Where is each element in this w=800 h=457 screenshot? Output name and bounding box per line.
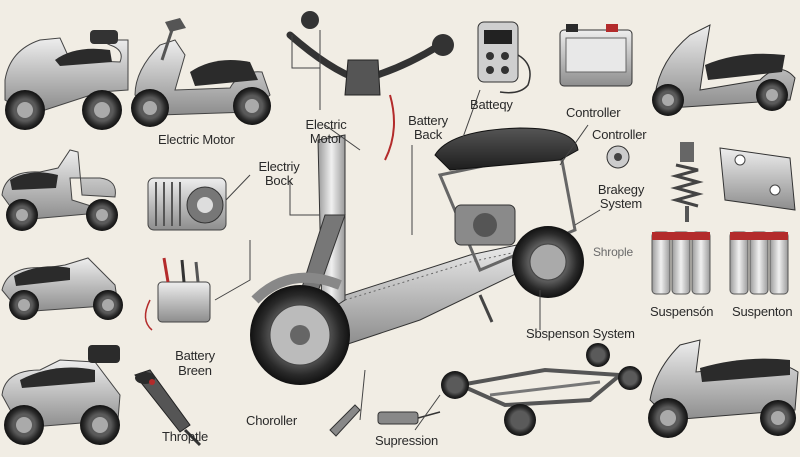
scooter-top-center: [131, 18, 271, 127]
scooter-left-2: [1, 149, 118, 231]
scooter-left-3: [1, 257, 123, 320]
label-controller-mid: Controller: [592, 127, 647, 142]
brake-disc-part: [606, 145, 630, 169]
scooter-bottom-right: [648, 339, 799, 438]
label-shrople: Shrople: [593, 245, 633, 259]
label-battery-back: Battery Back: [408, 113, 448, 142]
suspension-chassis: [441, 343, 642, 436]
label-suspenson-2: Suspenton: [732, 304, 793, 319]
scooter-top-right: [652, 24, 796, 116]
label-electric-motor-left: Electric Motor: [158, 132, 235, 147]
main-scooter: [250, 11, 584, 385]
controller-box-part: [559, 24, 633, 87]
battery-cells-right: [729, 231, 789, 295]
label-battery-breen: Battery Breen: [175, 348, 215, 378]
scooter-top-left: [4, 30, 129, 130]
switch-part: [377, 411, 441, 425]
label-supression: Supression: [375, 433, 439, 448]
label-suspenson-1: Suspensón: [650, 304, 714, 319]
bracket-part: [719, 147, 796, 211]
label-electriy-bock: Electriy Bock: [258, 159, 300, 188]
label-electric-motor-top: Electric Motor: [305, 117, 347, 146]
electric-motor-block: [147, 174, 251, 231]
spring-part: [670, 142, 704, 222]
label-brakegy-system: Brakegy System: [597, 182, 645, 211]
leader-lines: [214, 30, 601, 431]
battery-cells-left: [651, 231, 711, 295]
label-throptle: Throptle: [162, 429, 209, 444]
throttle-part: [134, 369, 202, 447]
label-batteqy: Batteqy: [470, 97, 513, 112]
battery-display-part: [477, 21, 531, 94]
label-controller-top: Controller: [566, 105, 621, 120]
scooter-bottom-left: [1, 345, 121, 445]
small-bolt-part: [329, 404, 361, 437]
battery-small: [144, 257, 211, 331]
label-choroller: Choroller: [246, 413, 297, 428]
label-sbspenson-system: Sbspenson System: [526, 326, 635, 341]
